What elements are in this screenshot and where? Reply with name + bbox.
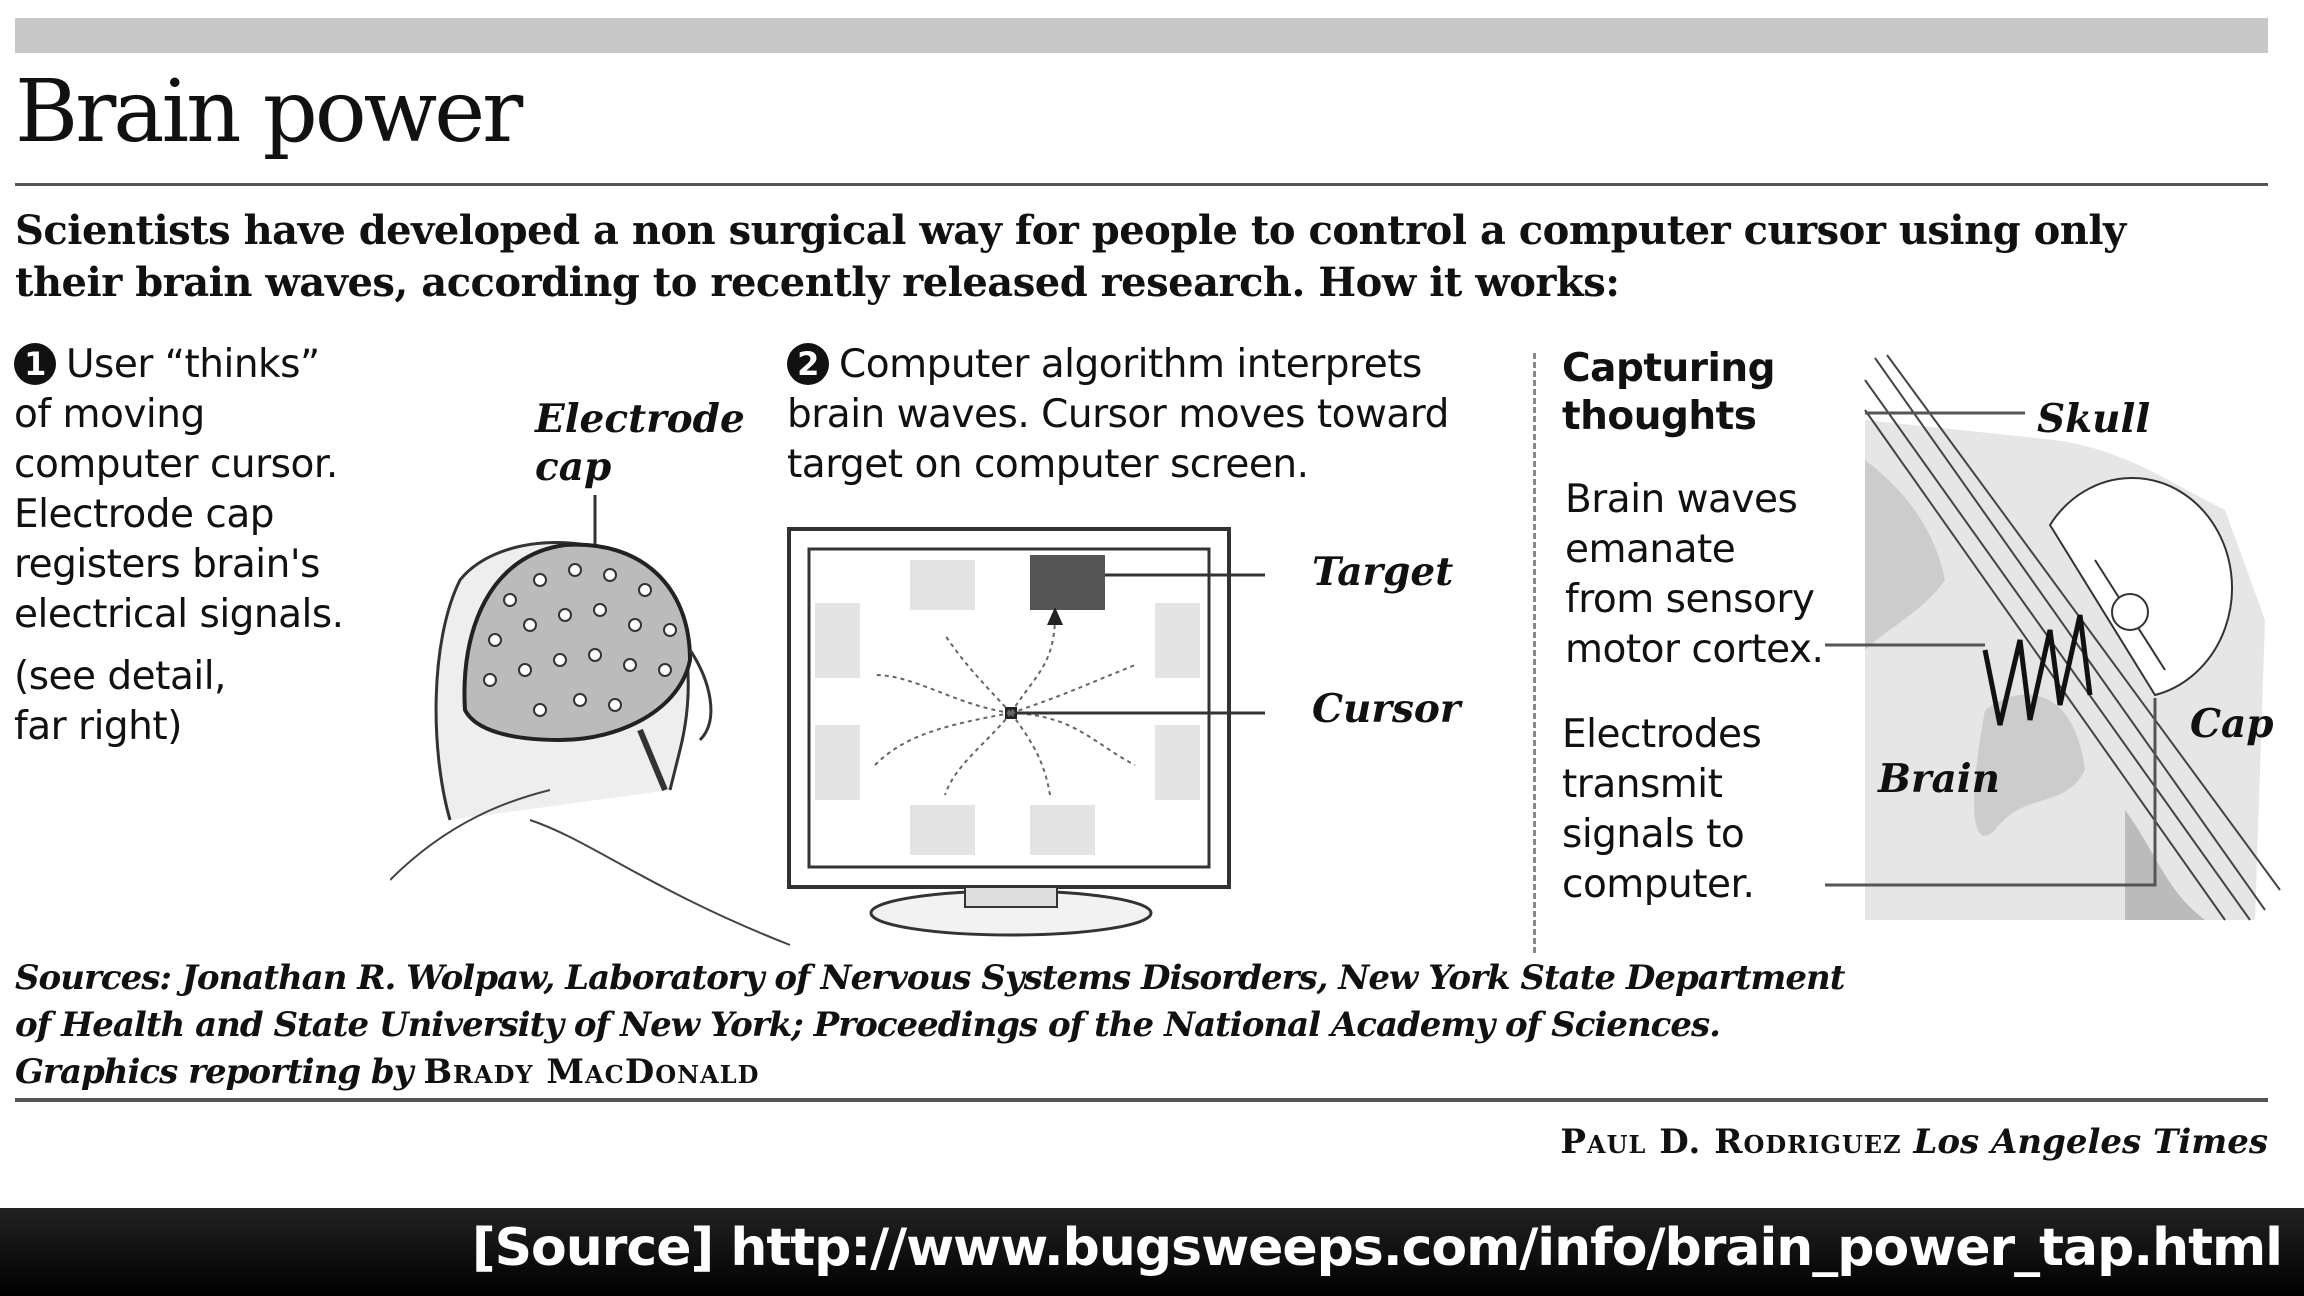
para-line: signals to	[1562, 812, 1745, 857]
label-line: cap	[535, 444, 612, 490]
reporting-prefix: Graphics reporting by	[15, 1052, 413, 1092]
step1-line: electrical signals.	[14, 592, 344, 637]
para-line: from sensory	[1565, 577, 1815, 622]
artist-name: Paul D. Rodriguez	[1560, 1122, 1902, 1162]
intro-text: Scientists have developed a non surgical…	[15, 207, 2126, 306]
step1-line: registers brain's	[14, 542, 320, 587]
divider	[15, 183, 2268, 186]
detail-paragraph-1: Brain waves emanate from sensory motor c…	[1565, 475, 1824, 675]
para-line: Brain waves	[1565, 477, 1798, 522]
brain-label: Brain	[1878, 756, 2000, 802]
step1-note: (see detail,	[14, 654, 226, 699]
section-divider	[1533, 353, 1536, 953]
top-bar	[15, 18, 2268, 53]
source-url: [Source] http://www.bugsweeps.com/info/b…	[471, 1218, 2283, 1278]
label-line: Electrode	[535, 396, 745, 442]
detail-heading: Capturing thoughts	[1562, 345, 1776, 441]
target-square	[1030, 555, 1105, 610]
para-line: Electrodes	[1562, 712, 1762, 757]
target-label: Target	[1312, 549, 1454, 595]
cursor-label: Cursor	[1312, 686, 1461, 732]
head-with-electrode-cap-illustration	[390, 495, 791, 946]
step2-line: brain waves. Cursor moves toward	[787, 392, 1449, 437]
step2-line: target on computer screen.	[787, 442, 1309, 487]
page-title: Brain power	[15, 62, 523, 162]
detail-paragraph-2: Electrodes transmit signals to computer.	[1562, 710, 1762, 910]
credit-line: Paul D. Rodriguez Los Angeles Times	[1560, 1122, 2268, 1162]
para-line: transmit	[1562, 762, 1723, 807]
skull-label: Skull	[2037, 396, 2151, 442]
sources-line: Sources: Jonathan R. Wolpaw, Laboratory …	[15, 958, 1845, 998]
computer-monitor-illustration	[787, 527, 1265, 937]
para-line: emanate	[1565, 527, 1736, 572]
step1-line: User “thinks”	[66, 342, 320, 387]
electrode-cap-label: Electrode cap	[535, 395, 745, 491]
step1-number: 1	[14, 343, 56, 385]
heading-line: thoughts	[1562, 394, 1757, 439]
step1-line: of moving	[14, 392, 205, 437]
sources-text: Sources: Jonathan R. Wolpaw, Laboratory …	[15, 955, 1845, 1096]
step1-line: Electrode cap	[14, 492, 274, 537]
source-footer: [Source] http://www.bugsweeps.com/info/b…	[0, 1208, 2304, 1296]
cap-label: Cap	[2190, 701, 2274, 747]
heading-line: Capturing	[1562, 346, 1776, 391]
step1-note: far right)	[14, 704, 182, 749]
step2-line: Computer algorithm interprets	[839, 342, 1422, 387]
para-line: computer.	[1562, 862, 1755, 907]
divider	[15, 1098, 2268, 1102]
step2-number: 2	[787, 343, 829, 385]
para-line: motor cortex.	[1565, 627, 1824, 672]
brain-cross-section-illustration	[1825, 354, 2281, 921]
step1-line: computer cursor.	[14, 442, 338, 487]
newspaper-name: Los Angeles Times	[1913, 1122, 2268, 1162]
sources-line: of Health and State University of New Yo…	[15, 1005, 1721, 1045]
reporter-name: Brady MacDonald	[423, 1052, 760, 1092]
